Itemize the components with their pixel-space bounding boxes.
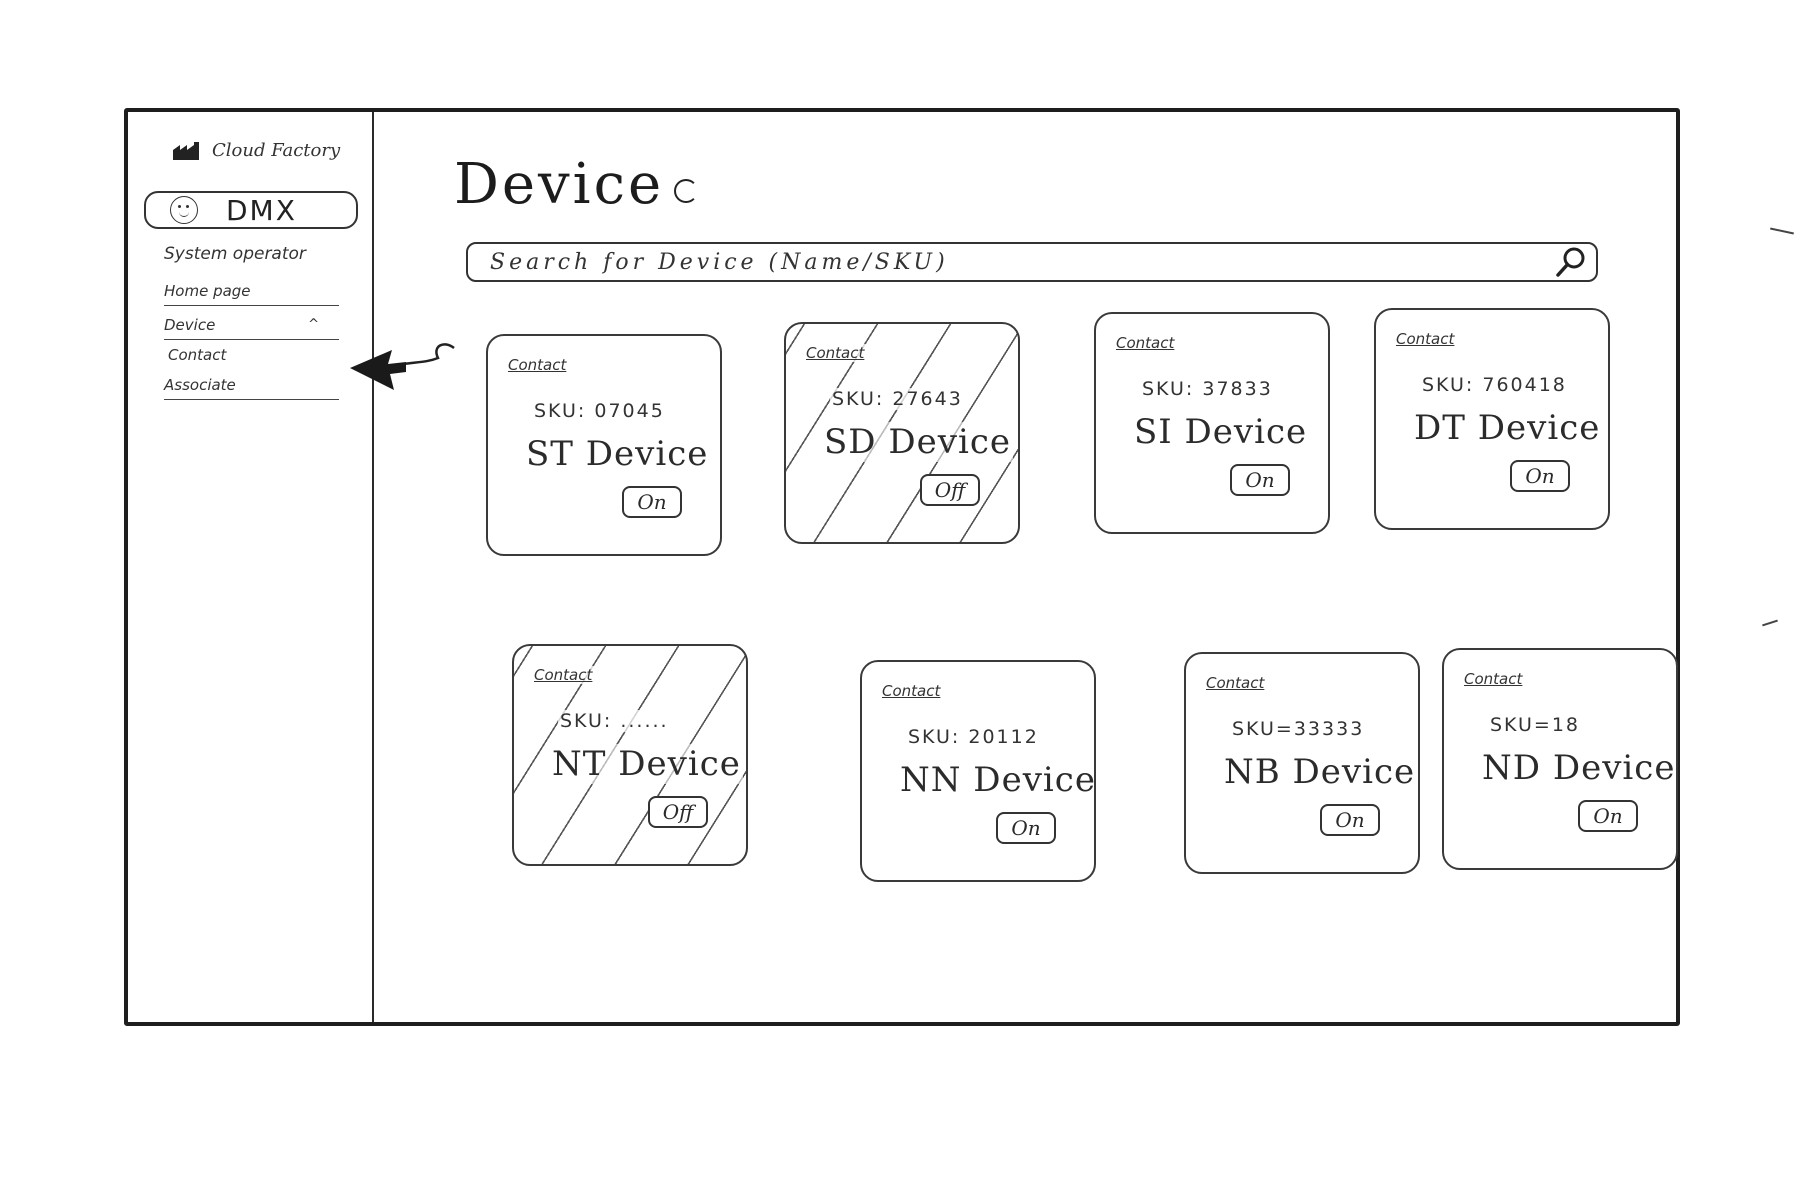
sidebar-item-associate[interactable]: Associate xyxy=(164,370,339,400)
user-name: DMX xyxy=(226,193,297,227)
contact-link[interactable]: Contact xyxy=(506,356,569,374)
sidebar-item-label: Home page xyxy=(164,282,251,300)
app-window: Cloud Factory DMX System operator Home p… xyxy=(124,108,1680,1026)
device-toggle-button[interactable]: On xyxy=(1230,464,1290,496)
avatar-icon xyxy=(170,196,198,224)
device-sku: SKU: 760418 xyxy=(1420,374,1569,396)
device-name: NB Device xyxy=(1222,752,1418,792)
device-name: NT Device xyxy=(550,744,743,784)
main-content: Device Contact SKU: 07045 ST Device On C… xyxy=(374,112,1678,1022)
device-sku: SKU: 37833 xyxy=(1140,378,1275,400)
device-toggle-button[interactable]: On xyxy=(996,812,1056,844)
device-name: ND Device xyxy=(1480,748,1676,788)
device-name: DT Device xyxy=(1412,408,1603,448)
device-toggle-button[interactable]: On xyxy=(1510,460,1570,492)
contact-link[interactable]: Contact xyxy=(1204,674,1267,692)
device-sku: SKU: ...... xyxy=(558,710,671,732)
contact-link[interactable]: Contact xyxy=(1462,670,1525,688)
device-sku: SKU: 27643 xyxy=(830,388,965,410)
factory-icon xyxy=(173,141,199,160)
device-card[interactable]: Contact SKU=18 ND Device On xyxy=(1442,648,1678,870)
page-title: Device xyxy=(454,152,699,217)
device-sku: SKU: 07045 xyxy=(532,400,667,422)
chevron-up-icon: ^ xyxy=(308,317,319,332)
device-card[interactable]: Contact SKU: ...... NT Device Off xyxy=(512,644,748,866)
contact-link[interactable]: Contact xyxy=(804,344,867,362)
search-input[interactable] xyxy=(490,249,1554,275)
refresh-icon[interactable] xyxy=(674,178,699,203)
device-toggle-button[interactable]: Off xyxy=(648,796,708,828)
device-sku: SKU: 20112 xyxy=(906,726,1041,748)
user-role: System operator xyxy=(164,244,306,264)
contact-link[interactable]: Contact xyxy=(1394,330,1457,348)
user-profile-button[interactable]: DMX xyxy=(144,191,358,229)
device-toggle-button[interactable]: Off xyxy=(920,474,980,506)
contact-link[interactable]: Contact xyxy=(1114,334,1177,352)
sidebar-item-device[interactable]: Device ^ xyxy=(164,310,339,340)
sidebar-item-label: Device xyxy=(164,316,216,334)
pencil-mark xyxy=(1762,619,1778,627)
sidebar: Cloud Factory DMX System operator Home p… xyxy=(128,112,455,1022)
device-card[interactable]: Contact SKU: 760418 DT Device On xyxy=(1374,308,1610,530)
contact-link[interactable]: Contact xyxy=(880,682,943,700)
brand-name: Cloud Factory xyxy=(212,140,341,161)
device-name: NN Device xyxy=(898,760,1096,800)
sidebar-item-label: Associate xyxy=(164,376,236,394)
device-toggle-button[interactable]: On xyxy=(1578,800,1638,832)
device-toggle-button[interactable]: On xyxy=(622,486,682,518)
device-card[interactable]: Contact SKU: 07045 ST Device On xyxy=(486,334,722,556)
annotation-arrow-icon xyxy=(350,343,455,390)
device-card[interactable]: Contact SKU: 37833 SI Device On xyxy=(1094,312,1330,534)
device-sku: SKU=18 xyxy=(1488,714,1583,736)
device-card[interactable]: Contact SKU: 20112 NN Device On xyxy=(860,660,1096,882)
sidebar-nav: Home page Device ^ Contact Associate xyxy=(164,276,339,400)
device-card[interactable]: Contact SKU=33333 NB Device On xyxy=(1184,652,1420,874)
pencil-mark xyxy=(1770,227,1794,235)
device-sku: SKU=33333 xyxy=(1230,718,1367,740)
search-icon[interactable] xyxy=(1554,244,1590,280)
sidebar-item-home-page[interactable]: Home page xyxy=(164,276,339,306)
device-toggle-button[interactable]: On xyxy=(1320,804,1380,836)
search-bar xyxy=(466,242,1598,282)
device-name: SD Device xyxy=(822,422,1013,462)
sidebar-item-label: Contact xyxy=(168,346,227,364)
brand[interactable]: Cloud Factory xyxy=(172,140,340,161)
device-name: ST Device xyxy=(524,434,711,474)
sidebar-item-contact[interactable]: Contact xyxy=(164,340,339,370)
contact-link[interactable]: Contact xyxy=(532,666,595,684)
device-card[interactable]: Contact SKU: 27643 SD Device Off xyxy=(784,322,1020,544)
device-name: SI Device xyxy=(1132,412,1310,452)
